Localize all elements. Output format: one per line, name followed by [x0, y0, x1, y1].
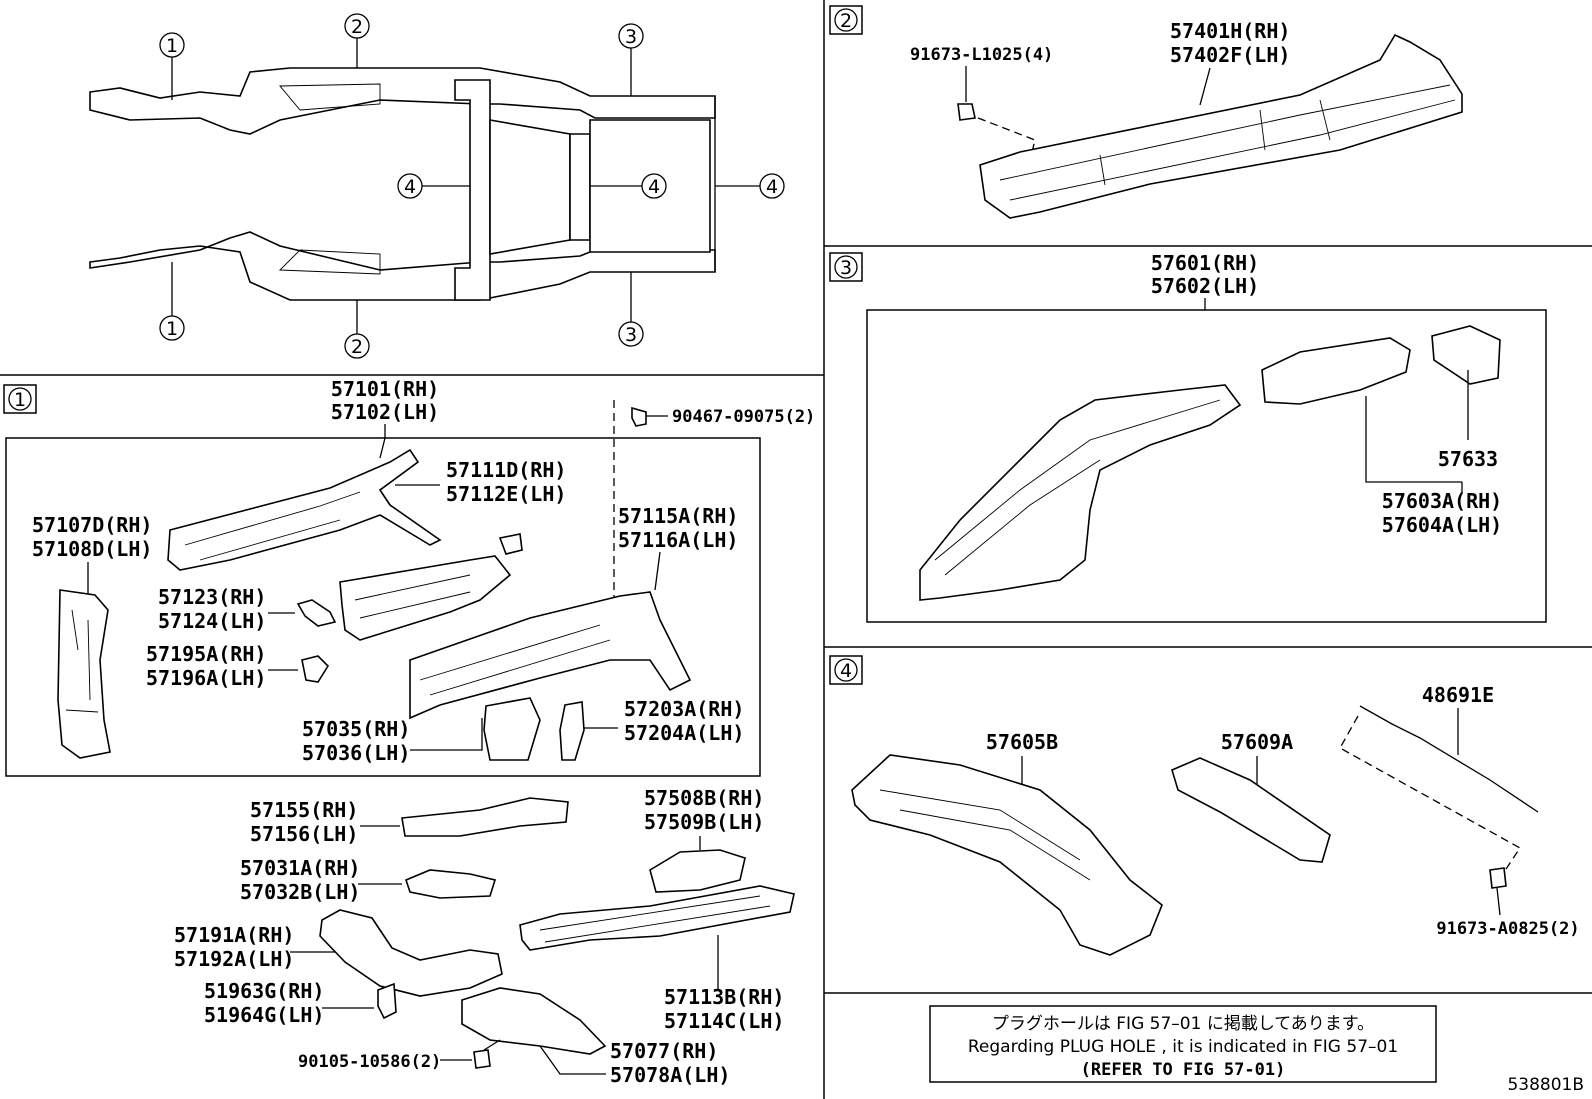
label-57604a: 57604A(LH): [1382, 513, 1502, 537]
label-57114c: 57114C(LH): [664, 1009, 784, 1033]
callout-1-bottom: 1: [166, 318, 178, 340]
lower-parts: 57155(RH) 57156(LH) 57508B(RH) 57509B(LH…: [174, 786, 795, 1087]
label-57101: 57101(RH): [331, 377, 439, 401]
label-57113b: 57113B(RH): [664, 985, 784, 1009]
label-57601: 57601(RH): [1151, 251, 1259, 275]
label-57605b: 57605B: [986, 730, 1058, 754]
part-57035: [483, 697, 541, 761]
section-1-tag: 1: [14, 389, 26, 411]
bolt-90105: [473, 1049, 491, 1069]
section-2: 2 91673-L1025(4) 57401H(RH) 57402F(LH): [829, 5, 1463, 219]
label-51964g: 51964G(LH): [204, 1003, 324, 1027]
bolt-91673-l1025: [957, 103, 976, 121]
part-57401h: [979, 33, 1463, 219]
figure-id: 538801B: [1507, 1075, 1584, 1095]
part-inner-panel: [339, 555, 512, 641]
part-57123: [296, 599, 337, 627]
label-57508b: 57508B(RH): [644, 786, 764, 810]
part-57107d: [57, 589, 111, 759]
label-57077: 57077(RH): [610, 1039, 718, 1063]
part-57601: [919, 384, 1242, 601]
bolt-90467: [631, 406, 647, 427]
label-57401h: 57401H(RH): [1170, 19, 1290, 43]
part-57508b: [649, 849, 746, 893]
part-57031a: [405, 869, 497, 899]
part-48691e-cable: [1359, 705, 1539, 813]
part-51963g: [377, 982, 397, 1020]
callout-3-bottom: 3: [625, 324, 637, 346]
callout-3-top: 3: [625, 26, 637, 48]
callout-4-left: 4: [404, 176, 416, 198]
label-57195a: 57195A(RH): [146, 642, 266, 666]
part-57113b: [519, 885, 795, 951]
part-57203a: [559, 701, 585, 761]
bolt-91673-a0825: [1489, 867, 1507, 889]
section-3-assembly-box: [866, 309, 1547, 623]
note-line-refer: (REFER TO FIG 57-01): [1081, 1060, 1286, 1080]
label-57115a: 57115A(RH): [618, 504, 738, 528]
section-3: 3 57601(RH) 57602(LH) 57633 57603A(RH) 5…: [829, 251, 1547, 623]
label-57156: 57156(LH): [250, 822, 358, 846]
section-1-assembly-box: [5, 437, 761, 777]
part-57195a: [301, 655, 330, 683]
label-57196a: 57196A(LH): [146, 666, 266, 690]
label-57102: 57102(LH): [331, 400, 439, 424]
part-57155: [401, 797, 569, 837]
note-line-en: Regarding PLUG HOLE , it is indicated in…: [968, 1037, 1398, 1057]
label-57108d: 57108D(LH): [32, 537, 152, 561]
section-2-tag: 2: [840, 10, 852, 32]
part-57603a: [1261, 337, 1411, 405]
label-57192a: 57192A(LH): [174, 947, 294, 971]
label-57123: 57123(RH): [158, 585, 266, 609]
callout-1-top: 1: [166, 35, 178, 57]
part-57633: [1431, 325, 1501, 385]
label-90467: 90467-09075(2): [672, 407, 815, 427]
overview-callouts: 1 2 3 4 4 4 1 2 3: [159, 13, 785, 359]
part-57609a: [1171, 757, 1331, 863]
label-57111d: 57111D(RH): [446, 458, 566, 482]
section-3-tag: 3: [840, 257, 852, 279]
label-57402f: 57402F(LH): [1170, 43, 1290, 67]
part-57111d: [167, 448, 442, 571]
part-57077: [461, 987, 607, 1055]
callout-2-top: 2: [351, 16, 363, 38]
label-57602: 57602(LH): [1151, 274, 1259, 298]
note-box: プラグホールは FIG 57–01 に掲載してあります。 Regarding P…: [929, 1005, 1437, 1083]
label-57203a: 57203A(RH): [624, 697, 744, 721]
label-57112e: 57112E(LH): [446, 482, 566, 506]
label-48691e: 48691E: [1422, 683, 1494, 707]
section-4: 4 57605B 57609A 48691E 91673-A0825(2): [829, 655, 1580, 956]
label-57107d: 57107D(RH): [32, 513, 152, 537]
section-1: 1 57101(RH) 57102(LH) 90467-09075(2) 571…: [3, 377, 815, 777]
part-57191a: [319, 909, 503, 997]
overview-frame-diagram: [89, 67, 716, 301]
label-91673-a0825: 91673-A0825(2): [1436, 919, 1579, 939]
section-4-tag: 4: [840, 660, 852, 682]
label-57124: 57124(LH): [158, 609, 266, 633]
callout-4-right: 4: [766, 176, 778, 198]
label-57191a: 57191A(RH): [174, 923, 294, 947]
label-57204a: 57204A(LH): [624, 721, 744, 745]
callout-4-mid: 4: [648, 176, 660, 198]
label-57509b: 57509B(LH): [644, 810, 764, 834]
label-51963g: 51963G(RH): [204, 979, 324, 1003]
label-57116a: 57116A(LH): [618, 528, 738, 552]
label-57609a: 57609A: [1221, 730, 1293, 754]
part-57605b: [851, 754, 1163, 956]
label-57031a: 57031A(RH): [240, 856, 360, 880]
part-57115a: [409, 591, 692, 720]
label-57603a: 57603A(RH): [1382, 489, 1502, 513]
label-57078a: 57078A(LH): [610, 1063, 730, 1087]
label-57036: 57036(LH): [302, 741, 410, 765]
part-small-bracket: [498, 533, 523, 555]
note-line-jp: プラグホールは FIG 57–01 に掲載してあります。: [992, 1014, 1374, 1034]
label-57035: 57035(RH): [302, 717, 410, 741]
label-90105: 90105-10586(2): [298, 1052, 441, 1072]
label-57155: 57155(RH): [250, 798, 358, 822]
callout-2-bottom: 2: [351, 336, 363, 358]
label-57032b: 57032B(LH): [240, 880, 360, 904]
label-57633: 57633: [1438, 447, 1498, 471]
label-91673-l1025: 91673-L1025(4): [910, 45, 1053, 65]
